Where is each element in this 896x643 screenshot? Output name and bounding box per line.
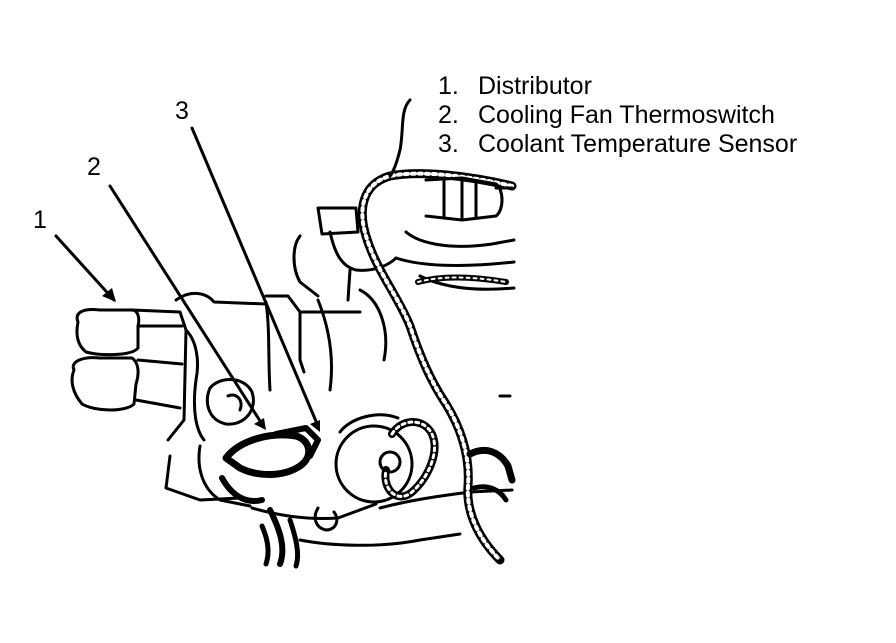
- legend-number: 3.: [438, 130, 459, 158]
- legend-number: 1.: [438, 72, 459, 100]
- arrowhead-2: [254, 418, 266, 430]
- sensor-plug-drawing: [424, 176, 514, 222]
- legend-label: Distributor: [478, 72, 592, 100]
- legend-item-distributor: 1. Distributor: [438, 72, 797, 101]
- legend-label: Cooling Fan Thermoswitch: [478, 101, 775, 129]
- leader-lines: [54, 126, 320, 428]
- wiring-harness-drawing: [357, 98, 517, 565]
- legend-label: Coolant Temperature Sensor: [478, 130, 798, 158]
- engine-housing-drawing: [197, 206, 516, 547]
- legend-item-coolant-temperature-sensor: 3. Coolant Temperature Sensor: [438, 130, 797, 159]
- coolant-sensor-drawing: [334, 413, 414, 504]
- leader-line-2: [108, 184, 264, 426]
- legend-item-cooling-fan-thermoswitch: 2. Cooling Fan Thermoswitch: [438, 101, 797, 130]
- leader-arrowheads: [102, 288, 320, 432]
- thermoswitch-connector-drawing: [219, 425, 321, 569]
- legend-number: 2.: [438, 101, 459, 129]
- arrowhead-3: [310, 420, 320, 432]
- callout-2: 2: [87, 153, 101, 181]
- leader-line-3: [190, 126, 320, 428]
- callout-1: 1: [33, 206, 47, 234]
- arrowhead-1: [102, 288, 116, 302]
- legend: 1. Distributor 2. Cooling Fan Thermoswit…: [438, 72, 797, 159]
- callout-3: 3: [175, 97, 189, 125]
- leader-line-1: [54, 234, 116, 302]
